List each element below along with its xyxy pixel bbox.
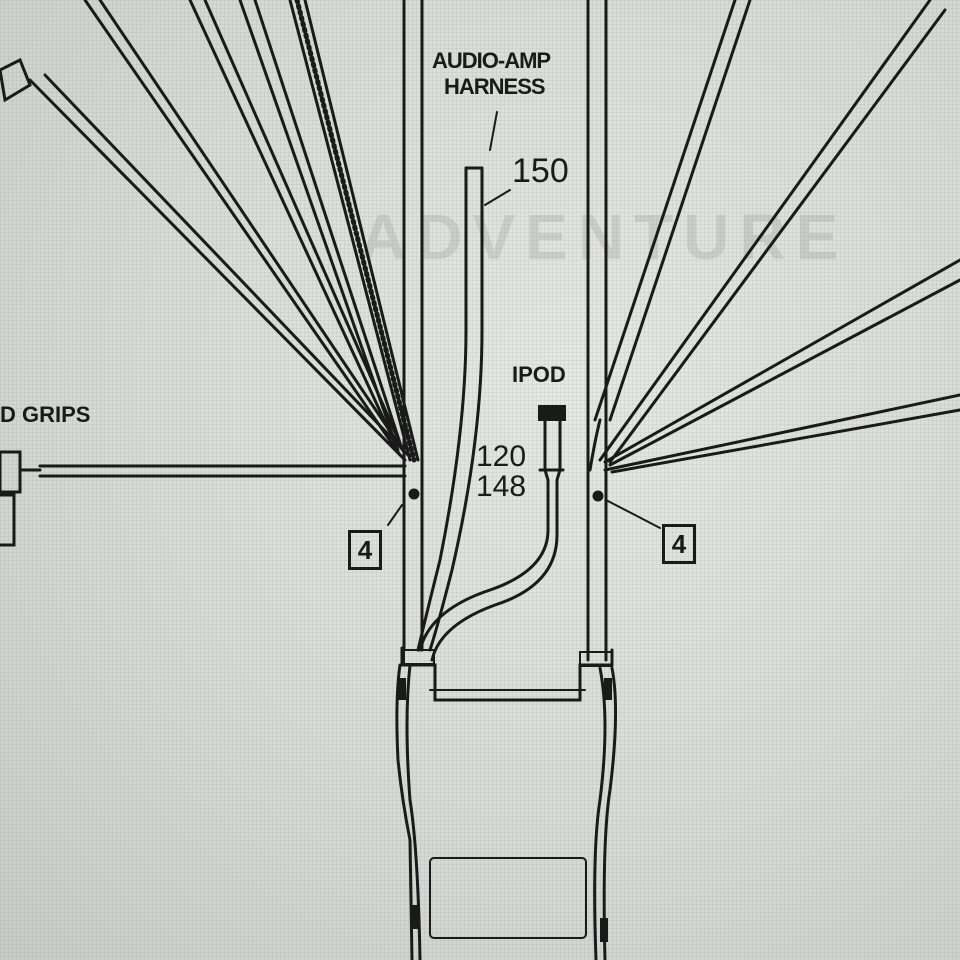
right-frame-rail [586, 0, 608, 662]
callout-box-right: 4 [662, 524, 696, 564]
grips-harness [0, 450, 407, 547]
ipod-cable [418, 418, 565, 662]
left-mount-point [408, 488, 420, 500]
right-callout-leader [605, 499, 661, 529]
callout-box-left: 4 [348, 530, 382, 570]
left-cable-fan [28, 0, 410, 462]
left-frame-rail [402, 0, 424, 652]
left-callout-leader [387, 504, 403, 526]
ipod-connector [538, 405, 566, 421]
lower-frame [395, 646, 618, 960]
corner-connector [0, 57, 32, 103]
audio-amp-label-line2: HARNESS [444, 74, 546, 99]
right-cable-fan [588, 0, 960, 474]
ipod-label: IPOD [512, 362, 566, 387]
right-mount-point [592, 490, 604, 502]
ref-number-148: 148 [476, 470, 527, 503]
audio-amp-label-line1: AUDIO-AMP [432, 48, 551, 73]
grips-label: D GRIPS [0, 402, 91, 427]
ref-number-120: 120 [476, 440, 527, 473]
braided-cable [288, 0, 420, 463]
ref-number-150: 150 [512, 152, 569, 190]
audio-amp-harness [416, 111, 511, 652]
